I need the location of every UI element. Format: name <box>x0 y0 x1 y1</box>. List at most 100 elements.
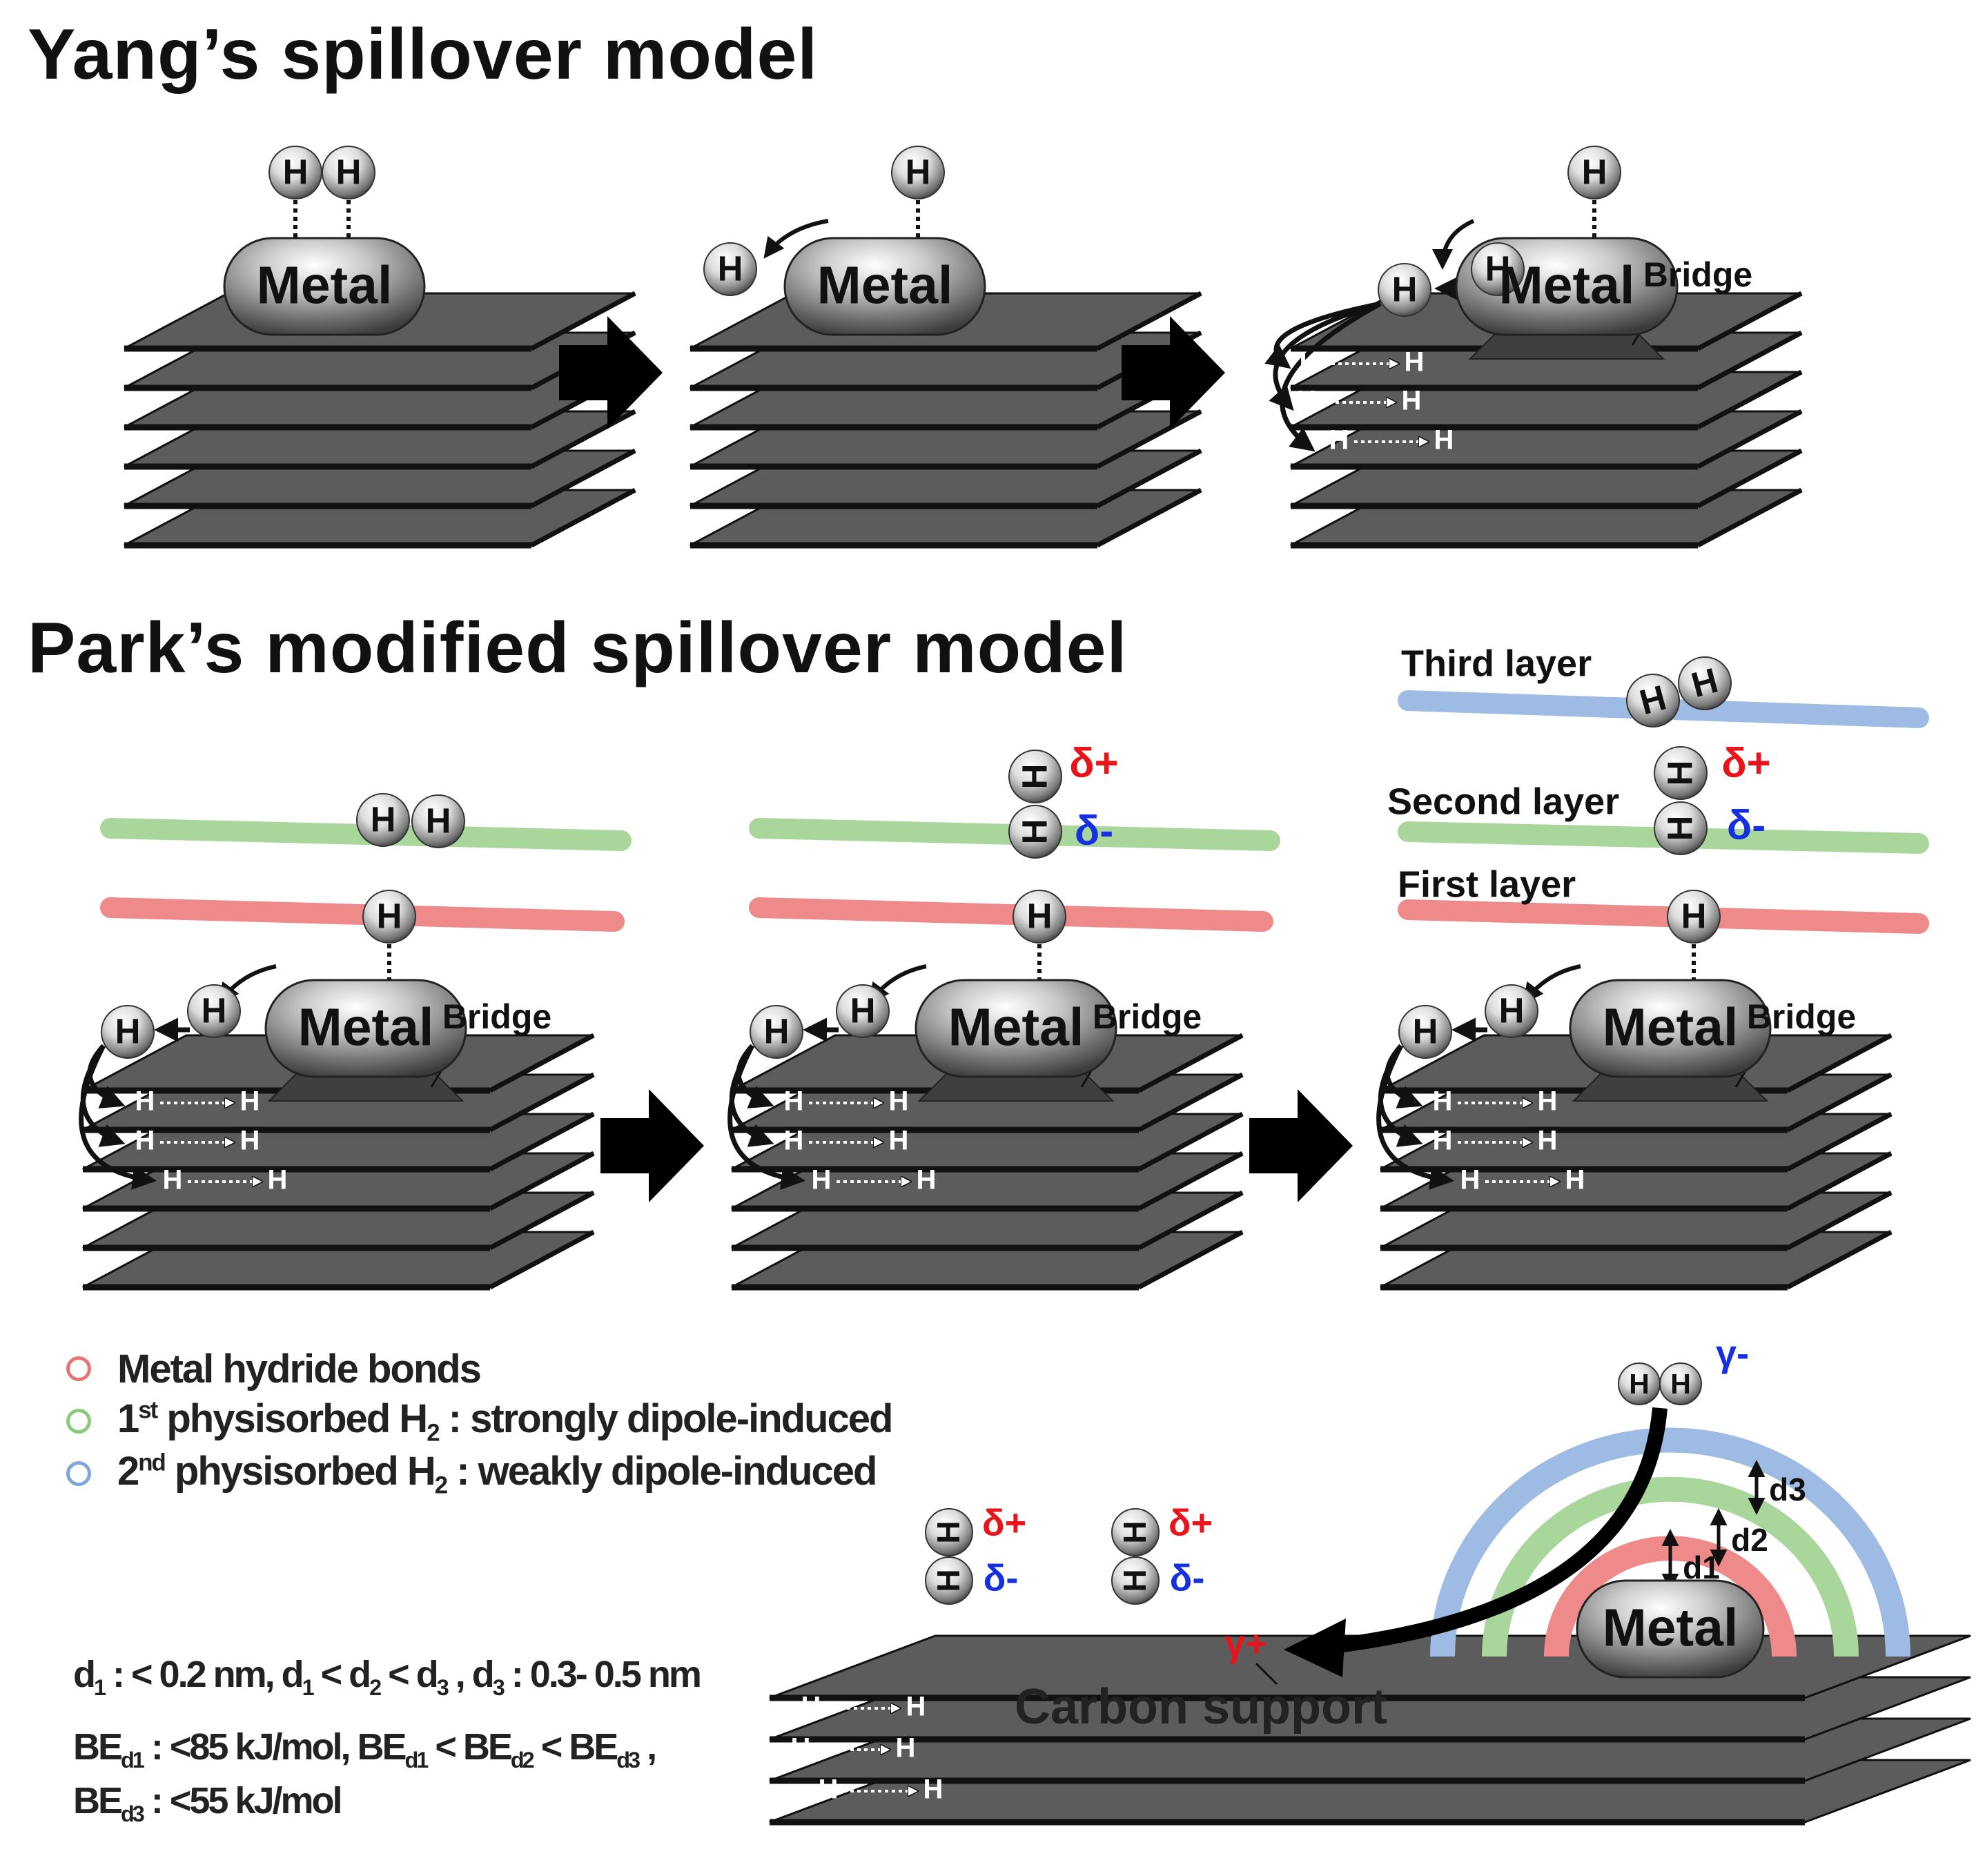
sheet-edge <box>1786 1111 1893 1172</box>
hydrogen-label: H <box>1405 347 1425 378</box>
hydrogen-label: H <box>1433 1086 1453 1117</box>
hydrogen-label: H <box>135 1126 155 1156</box>
hop-arrow-icon <box>1280 301 1382 452</box>
distance-equation: d1 : < 0.2 nm, d1 < d2 < d3 , d3 : 0.3- … <box>73 1654 702 1700</box>
hydrogen-atom-icon <box>1678 656 1732 710</box>
delta-minus-label: δ- <box>1170 1557 1205 1599</box>
hydrogen-label: H <box>1015 819 1054 845</box>
sheet-edge <box>1137 1111 1244 1172</box>
hydrogen-atom-icon <box>836 984 890 1038</box>
hydrogen-atom-icon <box>1008 805 1062 859</box>
hydrogen-label: H <box>764 1011 790 1051</box>
hydrogen-label: H <box>718 248 743 288</box>
sheet-edge <box>1786 1229 1893 1290</box>
hydrogen-label: H <box>426 801 451 840</box>
metal-hydride-layer <box>749 897 1273 932</box>
hydrogen-label: H <box>1117 1569 1153 1592</box>
hydrogen-label: H <box>906 1692 926 1722</box>
hydrogen-atom-icon <box>1485 984 1538 1038</box>
sheet-edge <box>489 1072 595 1133</box>
hydrogen-label: H <box>1117 1521 1153 1543</box>
hydrogen-label: H <box>1499 990 1525 1030</box>
hydrogen-label: H <box>1629 1368 1650 1400</box>
red-circle-icon <box>66 1356 91 1381</box>
binding-energy-limit: BEd3 : <55 kJ/mol <box>73 1780 342 1826</box>
sheet-edge <box>489 1111 595 1172</box>
sheet-edge <box>530 448 636 509</box>
delta-minus-label: δ- <box>1727 802 1766 848</box>
hydrogen-label: H <box>889 1086 909 1117</box>
hydrogen-label: H <box>889 1126 909 1156</box>
hydrogen-label: H <box>1538 1086 1558 1117</box>
hydrogen-label: H <box>1660 816 1699 841</box>
hydrogen-atom-icon <box>1654 801 1708 855</box>
hydrogen-atom-icon <box>1008 750 1062 803</box>
sheet-edge <box>1696 291 1803 351</box>
sheet-edge <box>1696 448 1803 509</box>
hydrogen-atom-icon <box>356 793 410 847</box>
hop-arrow-icon <box>763 219 829 259</box>
bridge-label: Bridge <box>1093 997 1202 1036</box>
hydrogen-atom-icon <box>1626 674 1680 727</box>
binding-energy-equation: BEd1 : <85 kJ/mol, BEd1 < BEd2 < BEd3 , <box>73 1726 657 1772</box>
hydrogen-atom-icon <box>925 1556 973 1605</box>
hydrogen-label: H <box>1670 1368 1691 1400</box>
sheet-edge <box>1786 1151 1893 1211</box>
sheet-edge <box>1786 1072 1893 1133</box>
hydrogen-atom-icon <box>1378 263 1431 317</box>
d1-label: d1 <box>1683 1550 1720 1585</box>
hydrogen-label: H <box>1565 1165 1585 1195</box>
delta-plus-label: δ+ <box>1721 740 1770 786</box>
hydrogen-atom-icon <box>322 146 375 199</box>
third-layer-label: Third layer <box>1401 643 1592 684</box>
legend-item-metal-hydride: Metal hydride bonds <box>66 1342 892 1395</box>
hydrogen-label: H <box>1582 152 1607 191</box>
metal-label: Metal <box>1603 997 1739 1057</box>
hydrogen-label: H <box>1460 1165 1480 1195</box>
delta-plus-label: δ+ <box>1069 740 1118 786</box>
yang-model-title: Yang’s spillover model <box>28 14 819 95</box>
hydrogen-atom-icon <box>1398 1005 1452 1059</box>
gamma-plus-label: γ+ <box>1224 1623 1267 1664</box>
sheet-edge <box>1696 369 1803 430</box>
hydrogen-label: H <box>1485 248 1511 288</box>
hydrogen-label: H <box>377 896 402 935</box>
hydrogen-atom-icon <box>703 242 757 296</box>
hop-arrow-icon <box>1376 1044 1454 1190</box>
sheet-edge <box>1137 1229 1244 1290</box>
hydrogen-label: H <box>283 152 309 191</box>
metal-particles <box>223 237 1772 1679</box>
hydrogen-label: H <box>163 1165 183 1195</box>
hydrogen-label: H <box>923 1775 943 1805</box>
process-arrow-icon <box>1249 1089 1353 1202</box>
hydrogen-label: H <box>1300 347 1320 378</box>
hydrogen-atom-icon <box>1567 146 1621 199</box>
hydrogen-label: H <box>930 1521 966 1543</box>
migration-arrow <box>1331 1407 1668 1654</box>
hydrogen-label: H <box>791 1733 811 1763</box>
legend-label: 2nd physisorbed H2 : weakly dipole-induc… <box>117 1448 877 1499</box>
hydrogen-label: H <box>1434 425 1454 456</box>
metal-label: Metal <box>298 997 434 1057</box>
hydrogen-label: H <box>930 1569 966 1592</box>
gamma-pointer <box>1255 1662 1278 1686</box>
sheet-edge <box>1096 409 1202 469</box>
metal-label: Metal <box>948 997 1084 1057</box>
delta-minus-label: δ- <box>984 1557 1019 1599</box>
hydrogen-atom-icon <box>1667 890 1721 944</box>
sheet-edge <box>1096 291 1202 351</box>
d3-label: d3 <box>1769 1472 1806 1507</box>
hydrogen-atom-icon <box>101 1005 155 1059</box>
hydrogen-label: H <box>812 1165 832 1195</box>
sheet-edge <box>1137 1151 1244 1211</box>
hop-arrow-icon <box>727 1044 805 1190</box>
sheet-edge <box>1786 1033 1893 1093</box>
hydrogen-label: H <box>202 990 227 1030</box>
hydrogen-atom-icon <box>750 1005 803 1059</box>
hydrogen-label: H <box>268 1165 288 1195</box>
first-physisorbed-shell <box>1482 1476 1859 1657</box>
metal-label: Metal <box>257 255 393 315</box>
hydrogen-label: H <box>240 1086 260 1117</box>
